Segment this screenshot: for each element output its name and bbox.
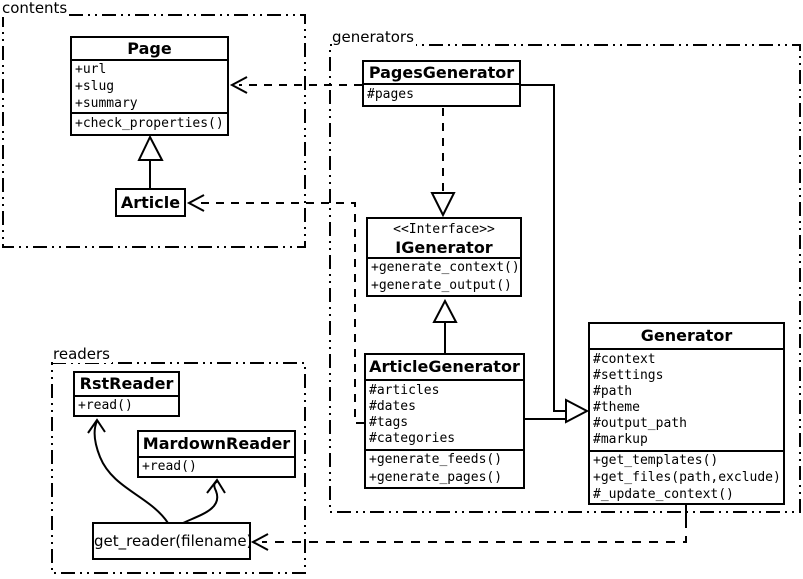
class-generator: Generator #context #settings #path #them… — [588, 322, 785, 505]
class-igenerator: <<Interface>> IGenerator +generate_conte… — [366, 217, 522, 297]
method-line: +check_properties() — [75, 116, 224, 131]
class-page-attributes: +url +slug +summary — [72, 59, 227, 112]
contents-package-label: contents — [2, 0, 70, 17]
class-mardownreader-name: MardownReader — [142, 434, 291, 453]
class-rstreader: RstReader +read() — [73, 371, 180, 417]
class-page-name: Page — [127, 39, 172, 58]
method-line: +read() — [78, 398, 133, 413]
attribute-line: #dates — [369, 399, 416, 414]
attribute-line: #theme — [593, 400, 640, 415]
articlegenerator-article-dependency-line — [197, 202, 364, 424]
attribute-line: #settings — [593, 368, 664, 383]
method-line: +generate_pages() — [369, 470, 503, 485]
attribute-line: +url — [75, 62, 107, 77]
class-article-name: Article — [120, 193, 181, 212]
method-line: +generate_output() — [371, 278, 512, 293]
class-articlegenerator-methods: +generate_feeds() +generate_pages() — [366, 449, 523, 487]
attribute-line: #pages — [367, 87, 414, 102]
class-igenerator-name: IGenerator — [395, 238, 493, 257]
method-line: +get_files(path,exclude) — [593, 470, 781, 485]
class-pagesgenerator-name: PagesGenerator — [368, 63, 515, 82]
class-article: Article — [115, 188, 186, 217]
readers-package-label: readers — [53, 345, 112, 363]
class-pagesgenerator-attributes: #pages — [364, 83, 519, 105]
class-articlegenerator-name: ArticleGenerator — [369, 357, 520, 376]
method-line: +read() — [142, 459, 197, 474]
getreader-mardownreader-arrowhead-icon — [206, 478, 226, 494]
pagesgenerator-page-arrowhead-icon — [229, 76, 248, 94]
attribute-line: #tags — [369, 415, 409, 430]
readers-package-border — [51, 362, 306, 574]
class-rstreader-name: RstReader — [79, 374, 174, 393]
get-reader-box: get_reader(filename) — [92, 522, 253, 560]
class-pagesgenerator: PagesGenerator #pages — [362, 60, 521, 107]
article-page-generalization-triangle-icon — [137, 134, 164, 161]
articlegenerator-article-arrowhead-icon — [186, 194, 205, 212]
generators-package-border — [329, 44, 801, 513]
pagesgenerator-generator-generalization-line — [521, 84, 566, 412]
attribute-line: +summary — [75, 96, 138, 111]
getreader-rstreader-arrowhead-icon — [87, 418, 106, 434]
generators-package-label: generators — [332, 28, 416, 46]
generator-getreader-arrowhead-icon — [250, 533, 269, 551]
getreader-mardownreader-curve — [182, 480, 219, 524]
attribute-line: +slug — [75, 79, 115, 94]
attribute-line: #path — [593, 384, 633, 399]
articlegenerator-igenerator-triangle-icon — [432, 298, 458, 323]
generator-getreader-dependency-line — [262, 519, 687, 543]
method-line: +generate_feeds() — [369, 452, 503, 467]
class-page: Page +url +slug +summary +check_properti… — [70, 36, 229, 136]
method-line: +generate_context() — [371, 260, 520, 275]
class-articlegenerator: ArticleGenerator #articles #dates #tags … — [364, 353, 525, 489]
class-igenerator-methods: +generate_context() +generate_output() — [368, 257, 520, 295]
class-generator-methods: +get_templates() +get_files(path,exclude… — [590, 450, 783, 503]
attribute-line: #categories — [369, 431, 456, 446]
getreader-rstreader-curve — [93, 420, 169, 524]
generator-triangle-icon — [565, 398, 590, 424]
get-reader-label: get_reader(filename) — [94, 532, 253, 550]
class-rstreader-methods: +read() — [75, 395, 178, 415]
class-articlegenerator-attributes: #articles #dates #tags #categories — [366, 379, 523, 449]
attribute-line: #articles — [369, 383, 440, 398]
class-igenerator-stereotype: <<Interface>> — [393, 222, 495, 237]
attribute-line: #context — [593, 352, 656, 367]
pagesgenerator-igenerator-triangle-icon — [430, 192, 456, 218]
class-page-methods: +check_properties() — [72, 112, 227, 134]
attribute-line: #output_path — [593, 416, 687, 431]
class-igenerator-header: <<Interface>> IGenerator — [368, 219, 520, 257]
method-line: +get_templates() — [593, 453, 719, 468]
contents-package-border — [2, 14, 306, 248]
attribute-line: #markup — [593, 432, 648, 447]
class-generator-name: Generator — [640, 326, 733, 345]
class-generator-attributes: #context #settings #path #theme #output_… — [590, 348, 783, 450]
class-mardownreader: MardownReader +read() — [137, 430, 296, 478]
method-line: #_update_context() — [593, 487, 734, 502]
class-mardownreader-methods: +read() — [139, 456, 294, 476]
